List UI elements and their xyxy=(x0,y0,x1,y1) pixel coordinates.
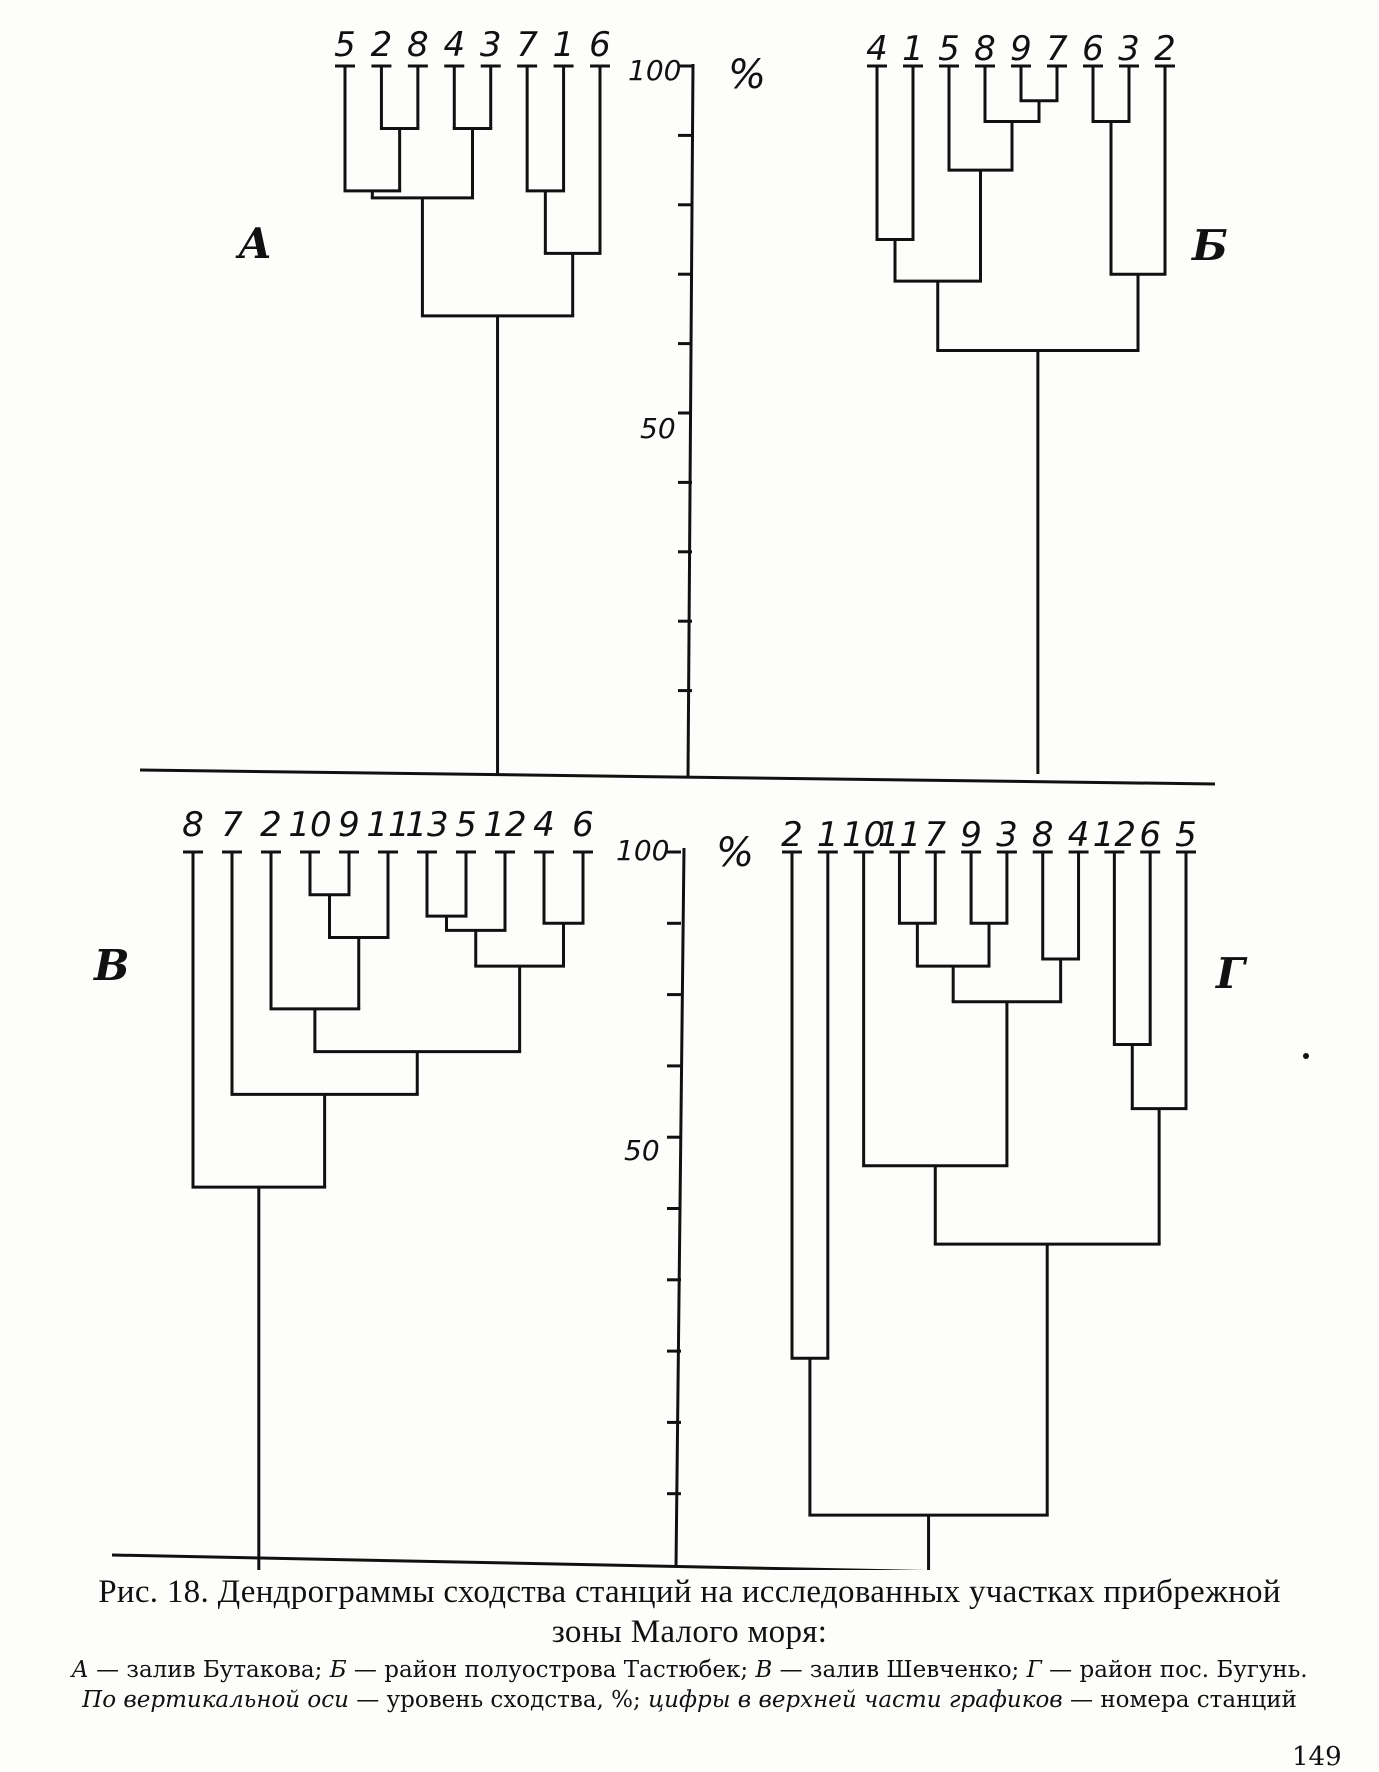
station-label: 5 xyxy=(455,805,477,845)
legend-text-v: — залив Шевченко; xyxy=(772,1657,1027,1683)
station-label: 1 xyxy=(817,815,839,855)
station-label: 9 xyxy=(1010,29,1032,69)
numbers-note-text: — номера станций xyxy=(1062,1687,1297,1713)
station-label: 7 xyxy=(221,805,243,845)
station-label: 13 xyxy=(405,805,448,845)
axis-bottom-ticks xyxy=(667,850,681,1496)
axis-bottom-label-50: 50 xyxy=(624,1134,660,1167)
station-label: 6 xyxy=(1139,815,1161,855)
station-label: 3 xyxy=(996,815,1018,855)
station-label: 10 xyxy=(288,805,331,845)
station-label: 11 xyxy=(878,815,921,855)
legend-key-v: В xyxy=(755,1657,773,1683)
station-label: 11 xyxy=(366,805,409,845)
station-label: 6 xyxy=(572,805,594,845)
station-label: 4 xyxy=(866,29,888,69)
station-label: 8 xyxy=(1032,815,1054,855)
caption-title-line2: зоны Малого моря: xyxy=(551,1614,828,1650)
baseline-top xyxy=(139,768,1216,786)
station-label: 5 xyxy=(938,29,960,69)
station-label: 10 xyxy=(842,815,885,855)
panel-letter-g: Г xyxy=(1215,949,1248,998)
panel-letter-v: В xyxy=(93,941,130,990)
panel-letter-a: А xyxy=(235,219,272,268)
station-label: 9 xyxy=(960,815,982,855)
axis-bottom-percent: % xyxy=(716,830,754,876)
axis-bottom-label-100: 100 xyxy=(616,834,669,867)
station-label: 8 xyxy=(182,805,204,845)
station-label: 7 xyxy=(1046,29,1068,69)
station-label: 2 xyxy=(781,815,803,855)
axis-top-percent: % xyxy=(728,52,766,98)
axis-top: 100 50 % xyxy=(628,52,766,779)
legend-text-a: — залив Бутакова; xyxy=(88,1657,330,1683)
axis-note-text: — уровень сходства, %; xyxy=(348,1687,649,1713)
panel-letter-b: Б xyxy=(1191,221,1228,270)
station-label: 2 xyxy=(371,25,393,65)
legend-key-g: Г xyxy=(1026,1657,1042,1683)
numbers-note-italic: цифры в верхней части графиков xyxy=(648,1687,1063,1713)
station-label: 1 xyxy=(902,29,924,69)
station-label: 4 xyxy=(533,805,555,845)
station-label: 3 xyxy=(480,25,502,65)
caption-axis-note: По вертикальной оси — уровень сходства, … xyxy=(0,1686,1379,1714)
legend-text-b: — район полуострова Тастюбек; xyxy=(346,1657,756,1683)
page-number: 149 xyxy=(1292,1742,1342,1772)
station-label: 7 xyxy=(516,25,538,65)
axis-note-italic: По вертикальной оси xyxy=(82,1687,349,1713)
station-label: 8 xyxy=(407,25,429,65)
station-label: 9 xyxy=(338,805,360,845)
station-label: 6 xyxy=(1082,29,1104,69)
station-label: 3 xyxy=(1118,29,1140,69)
station-label: 2 xyxy=(260,805,282,845)
station-label: 7 xyxy=(924,815,946,855)
figure-caption-title: Рис. 18. Дендрограммы сходства станций н… xyxy=(0,1572,1379,1652)
station-label: 5 xyxy=(334,25,356,65)
station-label: 12 xyxy=(483,805,526,845)
axis-top-ticks xyxy=(678,64,692,693)
station-label: 1 xyxy=(553,25,575,65)
station-label: 2 xyxy=(1154,29,1176,69)
legend-key-b: Б xyxy=(329,1657,347,1683)
axis-bottom: 100 50 % xyxy=(616,830,754,1568)
legend-text-g: — район пос. Бугунь. xyxy=(1041,1657,1308,1683)
axis-top-label-100: 100 xyxy=(628,54,681,87)
station-label: 4 xyxy=(1068,815,1090,855)
print-speck xyxy=(1303,1053,1309,1059)
legend-key-a: А xyxy=(71,1657,89,1683)
station-label: 5 xyxy=(1175,815,1197,855)
caption-title-line1: Рис. 18. Дендрограммы сходства станций н… xyxy=(98,1574,1281,1610)
caption-legend: А — залив Бутакова; Б — район полуостров… xyxy=(0,1656,1379,1684)
station-label: 8 xyxy=(974,29,996,69)
station-label: 4 xyxy=(443,25,465,65)
baseline-bottom xyxy=(111,1553,925,1570)
station-label: 6 xyxy=(589,25,611,65)
station-label: 12 xyxy=(1093,815,1136,855)
axis-top-label-50: 50 xyxy=(640,412,676,445)
